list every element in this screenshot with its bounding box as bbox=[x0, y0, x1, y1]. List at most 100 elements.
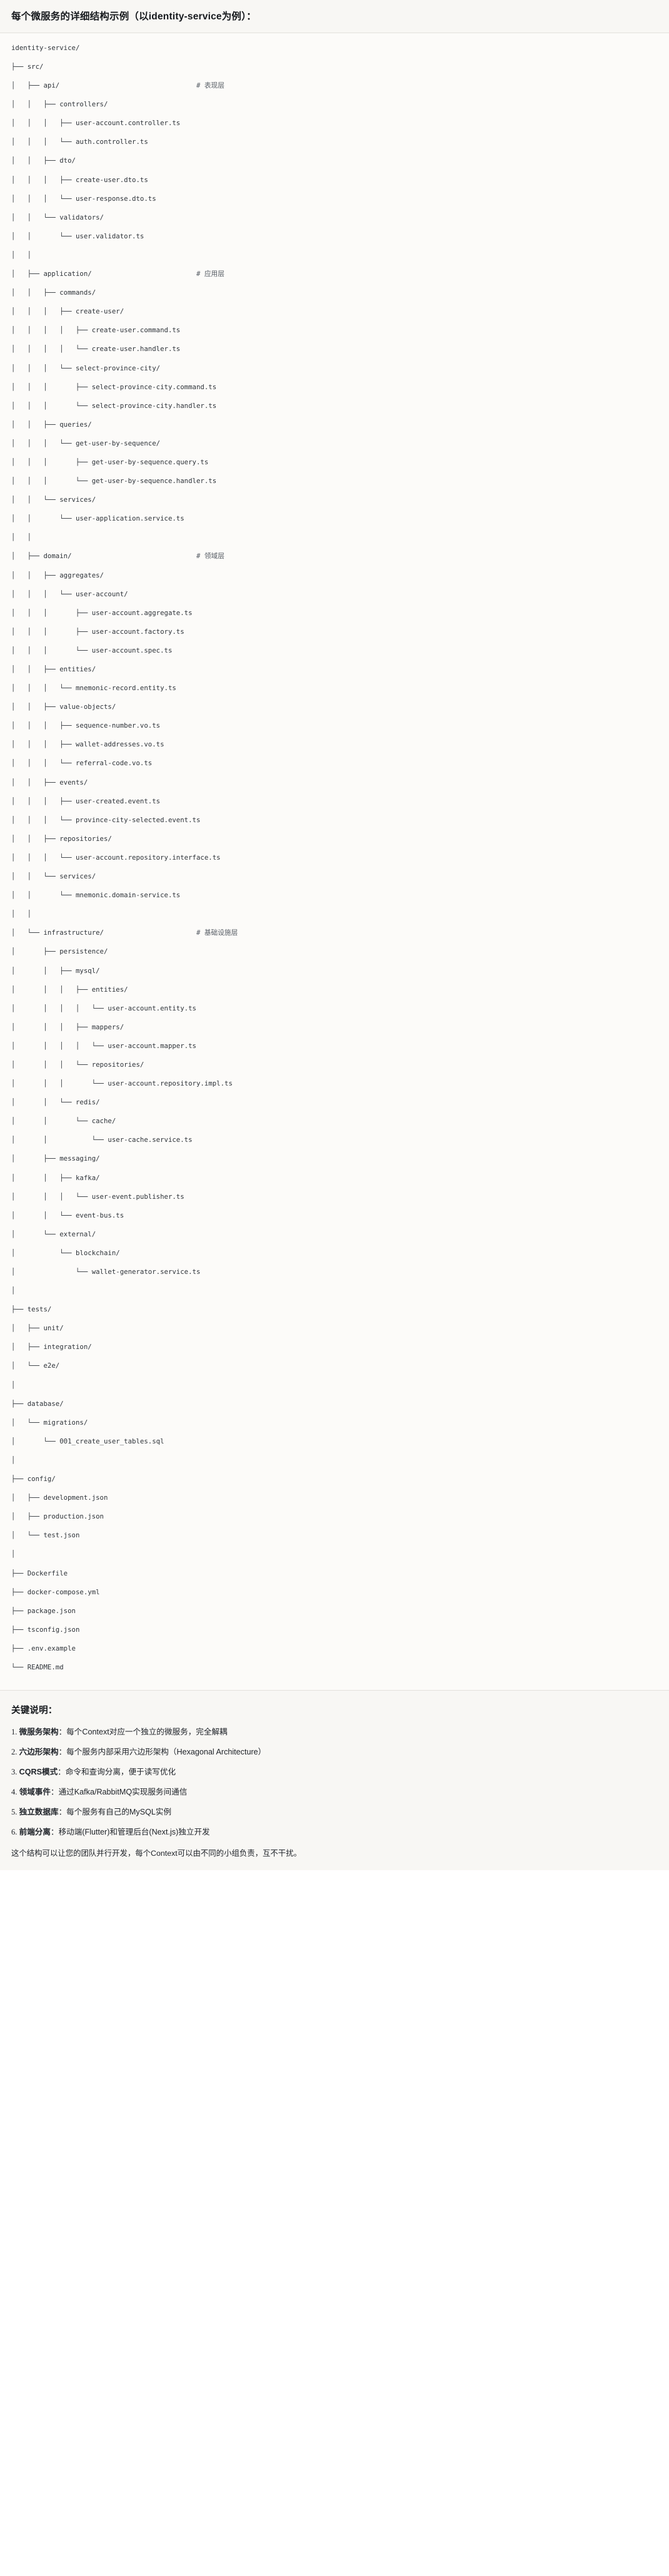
tree-row: │ │ bbox=[11, 909, 658, 919]
key-note-desc: ：每个Context对应一个独立的微服务，完全解耦 bbox=[58, 1728, 228, 1737]
tree-path: │ │ ├── mysql/ bbox=[11, 966, 100, 975]
tree-row: │ │ └── validators/ bbox=[11, 213, 658, 222]
tree-row: │ └── infrastructure/ # 基础设施层 bbox=[11, 928, 658, 937]
tree-path: │ │ bbox=[11, 250, 32, 259]
tree-row: │ │ ├── controllers/ bbox=[11, 99, 658, 109]
key-note-desc: ：命令和查询分离，便于读写优化 bbox=[58, 1767, 176, 1776]
tree-row: ├── database/ bbox=[11, 1399, 658, 1408]
tree-path: │ bbox=[11, 1286, 16, 1295]
tree-row: │ │ │ │ └── user-account.mapper.ts bbox=[11, 1041, 658, 1051]
key-note-item: 前端分离：移动端(Flutter)和管理后台(Next.js)独立开发 bbox=[11, 1826, 658, 1838]
tree-path: │ └── infrastructure/ bbox=[11, 929, 104, 937]
tree-path: │ │ │ │ └── user-account.mapper.ts bbox=[11, 1041, 196, 1050]
tree-path: │ │ │ │ ├── create-user.command.ts bbox=[11, 326, 181, 335]
tree-path: │ │ └── user-application.service.ts bbox=[11, 514, 184, 523]
tree-path: │ │ │ └── user-account.repository.impl.t… bbox=[11, 1079, 233, 1088]
tree-row: │ │ bbox=[11, 250, 658, 260]
tree-path: │ ├── production.json bbox=[11, 1512, 104, 1521]
tree-row: │ │ │ ├── wallet-addresses.vo.ts bbox=[11, 740, 658, 749]
tree-path: │ │ │ └── mnemonic-record.entity.ts bbox=[11, 684, 176, 693]
tree-row: │ │ │ └── select-province-city.handler.t… bbox=[11, 401, 658, 410]
tree-path: │ │ ├── entities/ bbox=[11, 665, 96, 674]
tree-row: │ │ │ └── user-response.dto.ts bbox=[11, 194, 658, 203]
tree-path: │ │ │ │ └── create-user.handler.ts bbox=[11, 345, 181, 354]
tree-row: │ │ │ └── referral-code.vo.ts bbox=[11, 758, 658, 768]
tree-path: │ │ └── services/ bbox=[11, 496, 96, 504]
key-notes-closing: 这个结构可以让您的团队并行开发，每个Context可以由不同的小组负责，互不干扰… bbox=[11, 1849, 301, 1858]
tree-comment: # 领域层 bbox=[196, 552, 224, 561]
tree-row: │ │ ├── mysql/ bbox=[11, 966, 658, 975]
tree-row: │ │ │ └── auth.controller.ts bbox=[11, 137, 658, 146]
tree-row: │ │ │ ├── user-account.aggregate.ts bbox=[11, 608, 658, 618]
tree-row: │ ├── production.json bbox=[11, 1512, 658, 1521]
tree-gap bbox=[59, 81, 196, 89]
tree-row: ├── tests/ bbox=[11, 1305, 658, 1314]
tree-row: │ ├── application/ # 应用层 bbox=[11, 269, 658, 278]
tree-path: │ │ ├── kafka/ bbox=[11, 1173, 100, 1182]
tree-path: │ ├── development.json bbox=[11, 1494, 108, 1502]
tree-path: │ │ │ └── get-user-by-sequence.handler.t… bbox=[11, 477, 217, 486]
tree-row: │ │ │ └── repositories/ bbox=[11, 1060, 658, 1069]
tree-row: │ │ │ ├── entities/ bbox=[11, 985, 658, 994]
tree-row: │ ├── domain/ # 领域层 bbox=[11, 551, 658, 561]
tree-row: │ └── wallet-generator.service.ts bbox=[11, 1267, 658, 1276]
tree-path: │ │ └── mnemonic.domain-service.ts bbox=[11, 891, 181, 900]
tree-path: │ └── wallet-generator.service.ts bbox=[11, 1268, 201, 1276]
tree-path: │ └── 001_create_user_tables.sql bbox=[11, 1437, 164, 1445]
key-note-term: 领域事件 bbox=[19, 1787, 51, 1796]
tree-row: │ │ │ └── user-account.spec.ts bbox=[11, 646, 658, 655]
tree-row: │ ├── integration/ bbox=[11, 1342, 658, 1352]
tree-row: │ ├── api/ # 表现层 bbox=[11, 81, 658, 90]
tree-row: │ │ ├── events/ bbox=[11, 778, 658, 787]
tree-row: │ bbox=[11, 1455, 658, 1465]
tree-path: │ │ │ └── referral-code.vo.ts bbox=[11, 759, 153, 768]
tree-path: ├── tests/ bbox=[11, 1305, 52, 1314]
tree-row: │ ├── messaging/ bbox=[11, 1154, 658, 1163]
tree-path: │ │ │ ├── wallet-addresses.vo.ts bbox=[11, 740, 164, 749]
tree-row: │ └── e2e/ bbox=[11, 1361, 658, 1370]
tree-path: │ │ └── redis/ bbox=[11, 1098, 100, 1107]
tree-path: │ │ bbox=[11, 533, 32, 542]
key-note-term: 六边形架构 bbox=[19, 1747, 59, 1756]
tree-path: │ │ ├── controllers/ bbox=[11, 100, 108, 109]
key-note-item: 微服务架构：每个Context对应一个独立的微服务，完全解耦 bbox=[11, 1726, 658, 1738]
tree-path: │ │ └── user.validator.ts bbox=[11, 232, 144, 240]
key-note-desc: ：移动端(Flutter)和管理后台(Next.js)独立开发 bbox=[50, 1827, 210, 1836]
tree-path: │ │ ├── dto/ bbox=[11, 156, 76, 165]
key-note-desc: ：通过Kafka/RabbitMQ实现服务间通信 bbox=[50, 1787, 188, 1796]
key-note-item: 独立数据库：每个服务有自己的MySQL实例 bbox=[11, 1806, 658, 1818]
tree-path: │ │ │ └── repositories/ bbox=[11, 1060, 144, 1069]
tree-path: │ │ │ ├── select-province-city.command.t… bbox=[11, 382, 217, 391]
tree-path: │ │ │ └── user-event.publisher.ts bbox=[11, 1192, 184, 1201]
tree-row: │ │ │ │ └── create-user.handler.ts bbox=[11, 344, 658, 354]
key-notes-section: 关键说明： 微服务架构：每个Context对应一个独立的微服务，完全解耦六边形架… bbox=[0, 1691, 669, 1870]
tree-row: │ bbox=[11, 1286, 658, 1295]
key-note-desc: ：每个服务有自己的MySQL实例 bbox=[58, 1807, 172, 1816]
tree-path: │ │ │ ├── create-user.dto.ts bbox=[11, 175, 148, 184]
tree-path: ├── src/ bbox=[11, 63, 44, 71]
tree-path: │ │ │ └── auth.controller.ts bbox=[11, 138, 148, 146]
tree-path: │ │ │ ├── mappers/ bbox=[11, 1022, 124, 1031]
tree-path: │ ├── persistence/ bbox=[11, 947, 108, 956]
tree-path: │ │ │ └── user-account.spec.ts bbox=[11, 646, 173, 654]
tree-path: │ │ bbox=[11, 910, 32, 919]
tree-row: │ │ │ └── get-user-by-sequence.handler.t… bbox=[11, 476, 658, 486]
tree-path: │ │ ├── repositories/ bbox=[11, 834, 112, 843]
tree-path: │ │ │ │ └── user-account.entity.ts bbox=[11, 1004, 196, 1012]
tree-path: │ │ │ └── get-user-by-sequence/ bbox=[11, 439, 161, 447]
tree-path: │ ├── domain/ bbox=[11, 552, 72, 561]
tree-row: │ │ ├── repositories/ bbox=[11, 834, 658, 843]
tree-path: │ └── migrations/ bbox=[11, 1418, 88, 1427]
tree-path: │ bbox=[11, 1455, 16, 1464]
tree-path: │ │ ├── value-objects/ bbox=[11, 703, 116, 711]
tree-row: │ │ │ └── select-province-city/ bbox=[11, 364, 658, 373]
tree-path: │ │ │ └── select-province-city.handler.t… bbox=[11, 401, 217, 410]
document-header: 每个微服务的详细结构示例（以identity-service为例）： bbox=[0, 0, 669, 33]
tree-path: ├── database/ bbox=[11, 1399, 64, 1408]
tree-row: │ │ └── redis/ bbox=[11, 1097, 658, 1107]
tree-row: │ └── blockchain/ bbox=[11, 1248, 658, 1258]
tree-path: │ │ │ ├── user-created.event.ts bbox=[11, 797, 161, 805]
tree-path: │ └── external/ bbox=[11, 1229, 96, 1238]
tree-path: └── README.md bbox=[11, 1662, 64, 1671]
tree-path: identity-service/ bbox=[11, 43, 80, 52]
